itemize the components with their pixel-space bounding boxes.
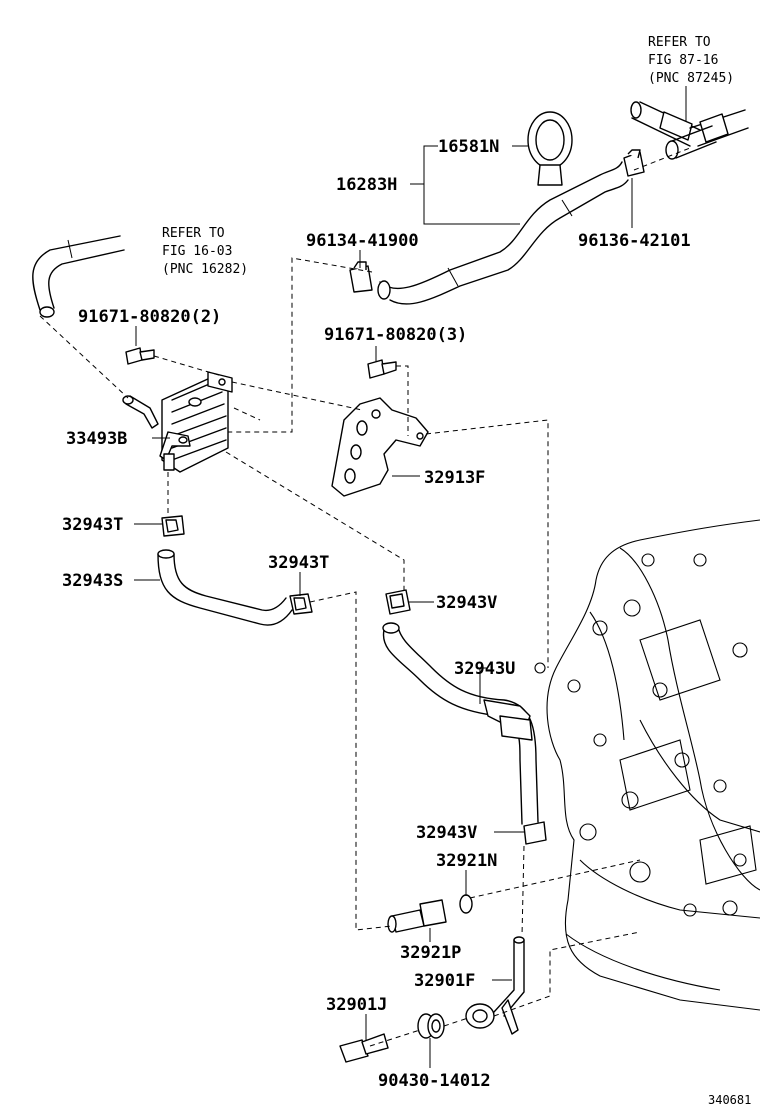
clamp-32943T-b [289,593,313,615]
clamp-96134-41900 [349,261,373,293]
hose-32943S [157,549,293,626]
ref-line: FIG 16-03 [162,244,232,259]
figure-id: 340681 [708,1093,751,1107]
label-32901J: 32901J [326,995,387,1015]
hose-32943U [382,622,539,825]
label-91671-80820-2: 91671-80820(2) [78,307,221,327]
ref-line: FIG 87-16 [648,53,718,68]
label-32901F: 32901F [414,971,475,991]
hose-upper-left [32,235,125,318]
union-32921P [387,899,447,933]
pipe-32901F [465,936,525,1035]
label-32913F: 32913F [424,468,485,488]
clamp-32943T-a [161,515,185,537]
reference-note-fig-87-16: REFER TO FIG 87-16 (PNC 87245) [648,35,734,124]
bolt-32901J [339,1033,389,1063]
bracket-32913F [331,397,429,497]
label-32921P: 32921P [400,943,461,963]
reference-note-fig-16-03: REFER TO FIG 16-03 (PNC 16282) [162,226,248,277]
hose-16283H [377,161,629,305]
label-33493B: 33493B [66,429,127,449]
transmission-housing [534,519,760,1011]
label-96136-42101: 96136-42101 [578,231,691,251]
bolt-91671-80820-b [367,359,397,379]
bolt-91671-80820-a [125,347,155,365]
label-96134-41900: 96134-41900 [306,231,419,251]
clamp-96136-42101 [623,149,645,177]
ref-line: (PNC 87245) [648,71,734,86]
dashed-connectors [39,147,691,1047]
ref-line: REFER TO [648,35,711,50]
clamp-32943V-b [523,821,547,845]
hose-stub-upper-right [630,101,749,160]
label-32943V: 32943V [416,823,477,843]
clamp-32943V-a [385,589,411,615]
label-32943T: 32943T [268,553,329,573]
gasket-90430-14012 [417,1013,445,1039]
label-91671-80820-3: 91671-80820(3) [324,325,467,345]
label-32943V: 32943V [436,593,497,613]
ref-line: REFER TO [162,226,225,241]
label-16581N: 16581N [438,137,499,157]
oil-cooler-33493B [122,371,233,473]
label-32943T: 32943T [62,515,123,535]
label-90430-14012: 90430-14012 [378,1071,491,1091]
label-16283H: 16283H [336,175,397,195]
ref-line: (PNC 16282) [162,262,248,277]
label-32943U: 32943U [454,659,515,679]
label-32921N: 32921N [436,851,497,871]
leader-lines [134,145,633,1068]
label-32943S: 32943S [62,571,123,591]
clamp-16581N [527,111,573,186]
